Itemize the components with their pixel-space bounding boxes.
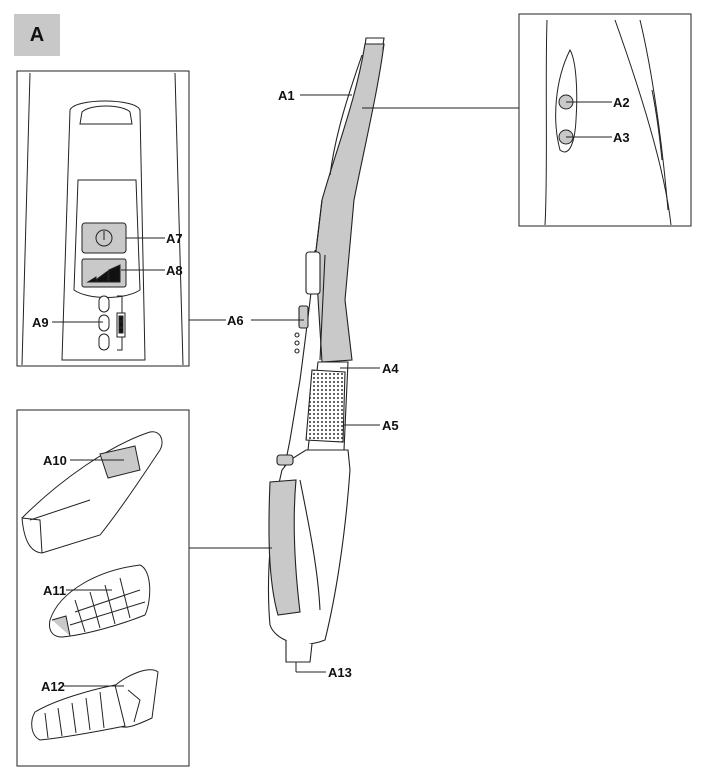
- label-a9: A9: [32, 315, 49, 330]
- detail-box-handle-buttons: [518, 13, 692, 227]
- controls-panel-detail: [21, 72, 184, 366]
- power-icon: [95, 229, 113, 247]
- label-a5: A5: [382, 418, 399, 433]
- label-a4: A4: [382, 361, 399, 376]
- switch-module: [305, 251, 321, 295]
- vent-grille: [305, 369, 346, 443]
- label-a10: A10: [43, 453, 67, 468]
- label-a7: A7: [166, 231, 183, 246]
- signal-bars-icon: [86, 264, 121, 283]
- brush-nozzle: [49, 564, 151, 638]
- crevice-nozzle: [21, 431, 163, 554]
- upholstery-nozzle: [31, 669, 159, 741]
- label-a12: A12: [41, 679, 65, 694]
- section-tag: A: [14, 14, 60, 56]
- label-a1: A1: [278, 88, 295, 103]
- label-a13: A13: [328, 665, 352, 680]
- vacuum-main-body: [267, 37, 385, 663]
- label-a11: A11: [43, 583, 66, 598]
- label-a6: A6: [227, 313, 244, 328]
- label-a8: A8: [166, 263, 183, 278]
- label-a3: A3: [613, 130, 630, 145]
- label-a2: A2: [613, 95, 630, 110]
